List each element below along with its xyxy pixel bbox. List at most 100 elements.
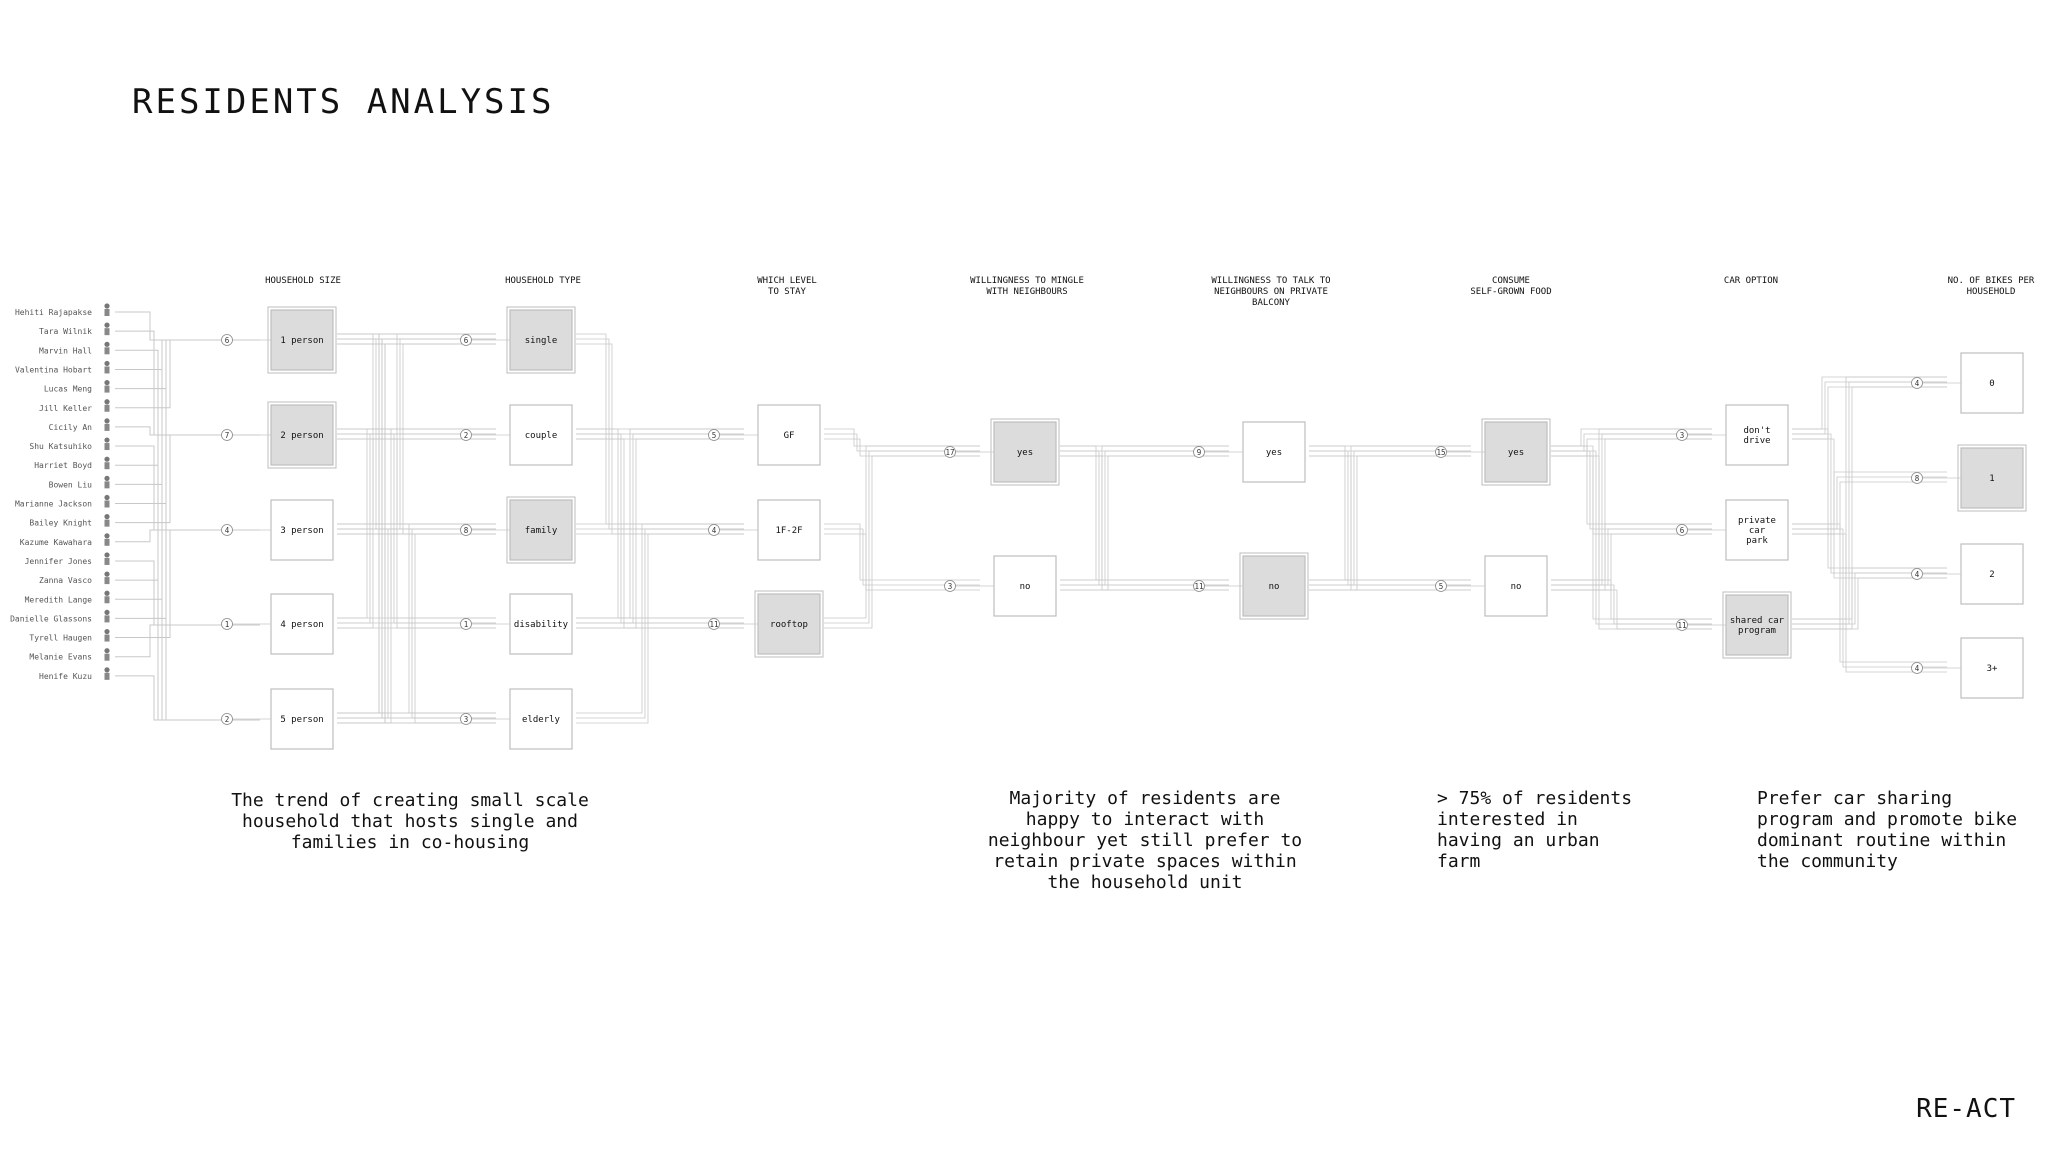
resident-figure-icon xyxy=(104,672,110,680)
count-badge xyxy=(1676,619,1688,631)
flow-link-line xyxy=(1792,433,1947,574)
flow-link-line xyxy=(1792,471,1947,525)
option-label: couple xyxy=(525,431,558,441)
resident-link-line xyxy=(115,464,260,626)
option-box xyxy=(757,404,821,466)
flow-link-line xyxy=(337,533,496,724)
flow-link-line xyxy=(824,433,980,452)
flow-link-line xyxy=(1309,445,1471,581)
flow-link-line xyxy=(337,533,496,724)
resident-name: Bowen Liu xyxy=(49,480,93,489)
flow-link-line xyxy=(1309,450,1471,586)
resident-figure-icon xyxy=(104,481,110,489)
resident-figure-icon xyxy=(104,571,110,577)
count-badge xyxy=(1911,662,1923,674)
flow-link-line xyxy=(1060,445,1229,581)
resident-figure-icon xyxy=(104,609,110,616)
resident-link-line xyxy=(115,434,260,524)
resident-figure-icon xyxy=(104,366,110,374)
option-label: no xyxy=(1269,582,1280,592)
flow-link-line xyxy=(337,428,496,619)
flow-link-line xyxy=(1792,438,1947,579)
count-badge xyxy=(460,429,472,441)
flow-link-line xyxy=(1551,438,1712,457)
caption-household: The trend of creating small scale househ… xyxy=(231,790,589,853)
resident-figure-icon xyxy=(104,380,110,386)
flow-link-line xyxy=(1551,584,1712,625)
resident-figure-icon xyxy=(104,399,110,405)
option-label: 1F-2F xyxy=(775,526,802,536)
option-label: 2 person xyxy=(280,431,323,441)
flow-link-line xyxy=(1551,445,1712,525)
resident-name: Tyrell Haugen xyxy=(29,634,92,643)
resident-figure-icon xyxy=(104,667,110,673)
flow-link-line xyxy=(1551,438,1712,591)
resident-figure-icon xyxy=(104,423,110,431)
flow-link-line xyxy=(1060,455,1229,591)
count-badge xyxy=(221,524,233,536)
option-label: yes xyxy=(1017,448,1033,458)
resident-link-line xyxy=(115,311,260,341)
count-badge xyxy=(1435,580,1447,592)
count-value: 3 xyxy=(1680,431,1685,440)
option-box xyxy=(993,421,1057,483)
resident-name: Valentina Hobart xyxy=(15,365,92,374)
flow-link-line xyxy=(337,433,496,624)
resident-figure-icon xyxy=(104,418,110,424)
option-label: 2 xyxy=(1989,570,1994,580)
resident-name: Cicily An xyxy=(49,423,93,432)
flow-link-line xyxy=(1792,381,1947,625)
flow-link-line xyxy=(1551,450,1712,530)
resident-link-line xyxy=(115,426,260,436)
option-label: 0 xyxy=(1989,379,1994,389)
resident-name: Marvin Hall xyxy=(39,346,92,355)
flow-link-line xyxy=(1551,528,1712,586)
resident-figure-icon xyxy=(104,328,110,336)
caption-car: Prefer car sharing program and promote b… xyxy=(1757,788,2018,872)
option-box xyxy=(1484,555,1548,617)
flow-link-line xyxy=(1309,450,1471,586)
flow-link-line xyxy=(1792,376,1947,620)
count-badge xyxy=(1676,429,1688,441)
count-badge xyxy=(460,334,472,346)
resident-name: Shu Katsuhiko xyxy=(29,442,92,451)
resident-figure-icon xyxy=(104,648,110,654)
flow-link-line xyxy=(337,528,496,719)
resident-link-line xyxy=(115,388,260,721)
flow-link-line xyxy=(1551,450,1712,625)
flow-link-line xyxy=(337,438,496,629)
count-value: 8 xyxy=(1915,474,1920,483)
flow-link-line xyxy=(337,523,496,714)
flow-link-line xyxy=(1792,376,1947,430)
resident-figure-icon xyxy=(104,533,110,539)
option-label: single xyxy=(525,336,558,346)
count-badge xyxy=(708,618,720,630)
flow-link-line xyxy=(1060,450,1229,586)
count-badge xyxy=(1193,446,1205,458)
flow-link-line xyxy=(824,450,980,624)
flow-link-line xyxy=(824,528,980,586)
flow-link-line xyxy=(576,523,744,714)
count-value: 3 xyxy=(464,715,469,724)
option-box xyxy=(270,309,334,371)
caption-mingle: Majority of residents are happy to inter… xyxy=(987,788,1303,893)
option-label: 4 person xyxy=(280,620,323,630)
resident-name: Bailey Knight xyxy=(29,519,92,528)
resident-figure-icon xyxy=(104,519,110,527)
resident-figure-icon xyxy=(104,615,110,623)
resident-link-line xyxy=(115,339,260,600)
flow-link-line xyxy=(1551,433,1712,452)
option-label: 5 person xyxy=(280,715,323,725)
flow-link-line xyxy=(1551,533,1712,591)
option-label: 3 person xyxy=(280,526,323,536)
option-label: no xyxy=(1020,582,1031,592)
option-label: 1 xyxy=(1989,474,1994,484)
count-badge xyxy=(460,524,472,536)
flow-link-line xyxy=(337,528,496,719)
flow-link-line xyxy=(824,428,980,447)
flow-link-line xyxy=(576,428,744,619)
resident-link-line xyxy=(115,339,260,504)
